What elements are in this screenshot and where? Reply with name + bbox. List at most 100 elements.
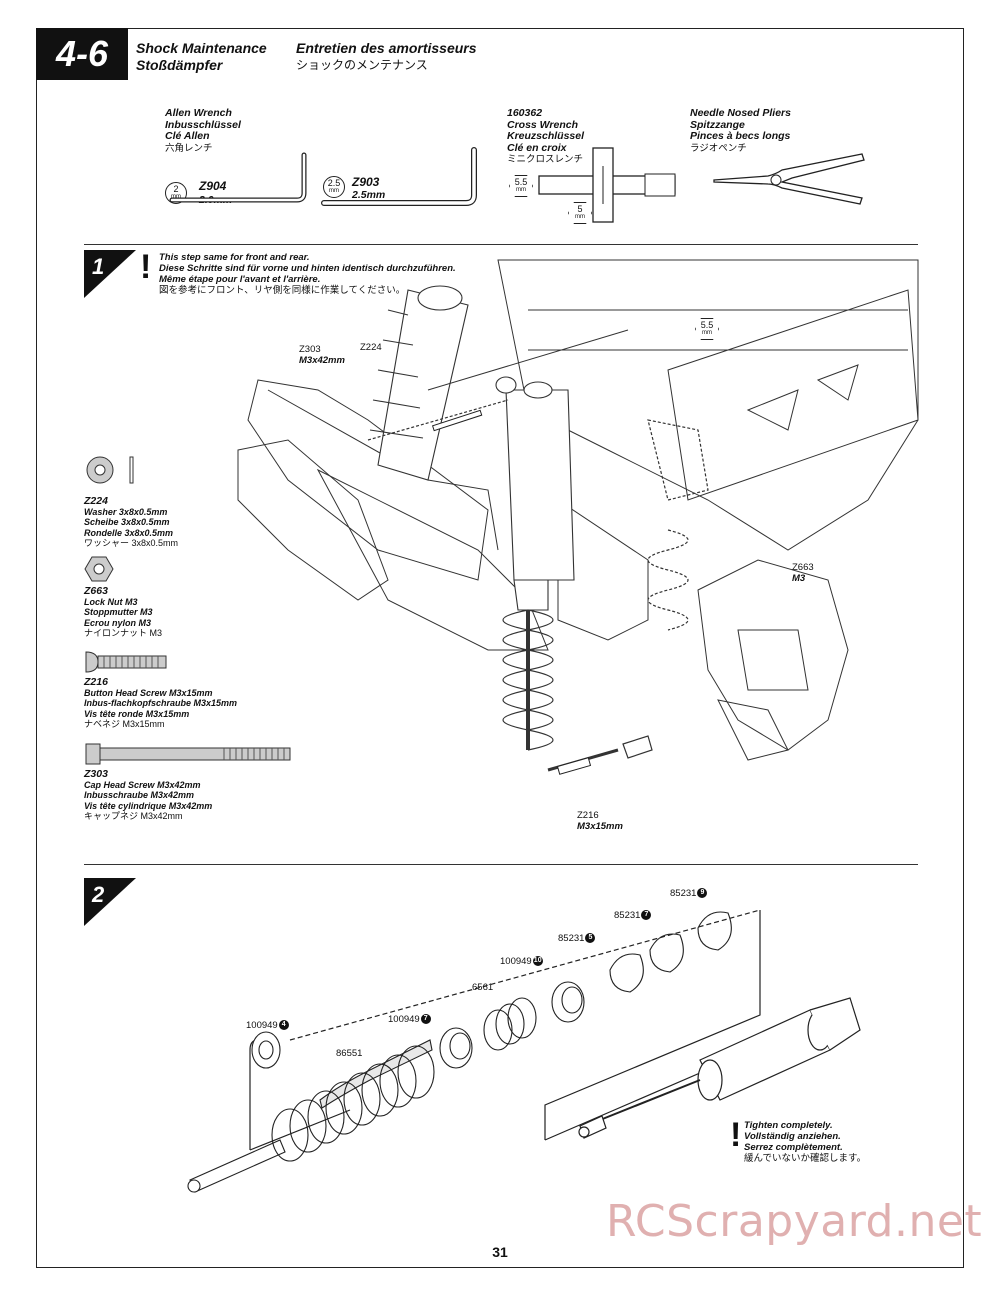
- page-frame: [36, 28, 964, 1268]
- page-number: 31: [492, 1244, 508, 1260]
- watermark: RCScrapyard.net: [606, 1196, 983, 1247]
- cross-wrench-icon: [538, 147, 676, 223]
- section-title-fr: Entretien des amortisseurs: [296, 40, 477, 56]
- callout-code: Z224: [360, 342, 382, 353]
- label-86551: 86551: [336, 1048, 362, 1059]
- callout-spec: M3x42mm: [299, 355, 345, 366]
- allen-wrench-2-5mm-icon: [321, 147, 477, 206]
- part-jp: キャップネジ M3x42mm: [84, 811, 183, 821]
- tool-cross-wrench: 160362 Cross Wrench Kreuzschlüssel Clé e…: [507, 107, 585, 166]
- cap-head-screw-icon: [85, 743, 291, 765]
- tool-name-jp: ミニクロスレンチ: [507, 154, 584, 165]
- part-code: Z663: [84, 585, 108, 597]
- section-title-en-de: Shock Maintenance Stoßdämpfer: [136, 40, 267, 74]
- section-number: 4-6: [36, 28, 128, 80]
- button-head-screw-icon: [85, 651, 167, 673]
- note-fr: Même étape pour l'avant et l'arrière.: [159, 274, 321, 285]
- label-code: 85231: [558, 933, 585, 944]
- step-number: 1: [92, 254, 105, 279]
- hex-size: 5.5: [700, 320, 714, 330]
- part-en: Lock Nut M3: [84, 596, 138, 607]
- part-z663: Z663 Lock Nut M3 Stoppmutter M3 Ecrou ny…: [84, 586, 162, 639]
- label-num: 7: [641, 910, 652, 921]
- step-1-note: This step same for front and rear. Diese…: [159, 252, 456, 296]
- label-num: 5: [585, 933, 596, 944]
- cross-unit: mm: [575, 214, 585, 220]
- callout-z216: Z216 M3x15mm: [577, 810, 623, 832]
- section-title-de: Stoßdämpfer: [136, 57, 223, 73]
- section-title-en: Shock Maintenance: [136, 40, 267, 56]
- part-jp: ナベネジ M3x15mm: [84, 719, 165, 729]
- section-title-fr-jp: Entretien des amortisseurs ショックのメンテナンス: [296, 40, 477, 74]
- part-de: Inbusschraube M3x42mm: [84, 790, 195, 800]
- part-code: Z224: [84, 495, 108, 507]
- note-jp: 緩んでいないか確認します。: [744, 1153, 867, 1164]
- part-en: Button Head Screw M3x15mm: [84, 687, 213, 698]
- tool-name-fr: Clé en croix: [507, 141, 567, 154]
- warning-icon: !: [140, 248, 152, 286]
- wrench-size: 2: [173, 184, 179, 194]
- part-fr: Rondelle 3x8x0.5mm: [84, 527, 174, 538]
- label-num: 9: [697, 888, 708, 899]
- label-code: 100949: [500, 956, 532, 967]
- wrench-unit: mm: [171, 194, 181, 200]
- label-code: 85231: [614, 910, 641, 921]
- part-de: Inbus-flachkopfschraube M3x15mm: [84, 698, 238, 708]
- note-de: Vollständig anziehen.: [744, 1131, 841, 1142]
- part-jp: ナイロンナット M3: [84, 628, 163, 638]
- wrench-unit: mm: [329, 188, 339, 194]
- note-de: Diese Schritte sind für vorne und hinten…: [159, 263, 456, 274]
- label-code: 100949: [388, 1014, 420, 1025]
- label-code: 85231: [670, 888, 697, 899]
- note-en: Tighten completely.: [744, 1120, 833, 1131]
- wrench-code: Z904: [199, 179, 227, 193]
- wrench-code: Z903: [352, 175, 380, 189]
- note-fr: Serrez complètement.: [744, 1142, 843, 1153]
- callout-z303: Z303 M3x42mm: [299, 344, 345, 366]
- washer-icon: [86, 456, 134, 484]
- label-6561: 6561: [472, 982, 493, 993]
- part-de: Scheibe 3x8x0.5mm: [84, 517, 170, 527]
- part-z224: Z224 Washer 3x8x0.5mm Scheibe 3x8x0.5mm …: [84, 496, 178, 549]
- part-code: Z216: [84, 676, 108, 688]
- part-en: Washer 3x8x0.5mm: [84, 506, 168, 517]
- callout-code: Z663: [792, 562, 814, 573]
- note-jp: 図を参考にフロント、リヤ側を同様に作業してください。: [159, 285, 406, 296]
- part-code: Z303: [84, 768, 108, 780]
- part-z303: Z303 Cap Head Screw M3x42mm Inbusschraub…: [84, 769, 212, 822]
- part-jp: ワッシャー 3x8x0.5mm: [84, 538, 179, 548]
- tool-needle-pliers: Needle Nosed Pliers Spitzzange Pinces à …: [690, 107, 791, 154]
- part-fr: Vis tête cylindrique M3x42mm: [84, 800, 213, 811]
- shock-exploded-illustration: [187, 909, 861, 1193]
- label-code: 100949: [246, 1020, 278, 1031]
- cross-size: 5: [577, 204, 583, 214]
- warning-icon: !: [730, 1116, 742, 1154]
- hex-unit: mm: [702, 330, 712, 336]
- tool-name-jp: 六角レンチ: [165, 142, 213, 154]
- wrench-label: 2.5mm: [352, 189, 386, 201]
- tool-name-de: Spitzzange: [690, 118, 745, 131]
- divider: [84, 864, 918, 865]
- label-code: 6561: [472, 982, 494, 993]
- step-2-note: Tighten completely. Vollständig anziehen…: [744, 1120, 866, 1164]
- step-number: 2: [92, 882, 105, 907]
- tool-name-en: Needle Nosed Pliers: [690, 107, 791, 119]
- callout-code: Z216: [577, 810, 599, 821]
- label-num: 4: [278, 1020, 289, 1031]
- allen-wrench-2mm-icon: [169, 152, 307, 203]
- lock-nut-icon: [84, 556, 114, 582]
- tool-name-fr: Clé Allen: [165, 130, 210, 142]
- label-num: 7: [420, 1014, 431, 1025]
- tool-name-de: Kreuzschlüssel: [507, 130, 585, 142]
- part-en: Cap Head Screw M3x42mm: [84, 779, 201, 790]
- callout-z663: Z663 M3: [792, 562, 814, 584]
